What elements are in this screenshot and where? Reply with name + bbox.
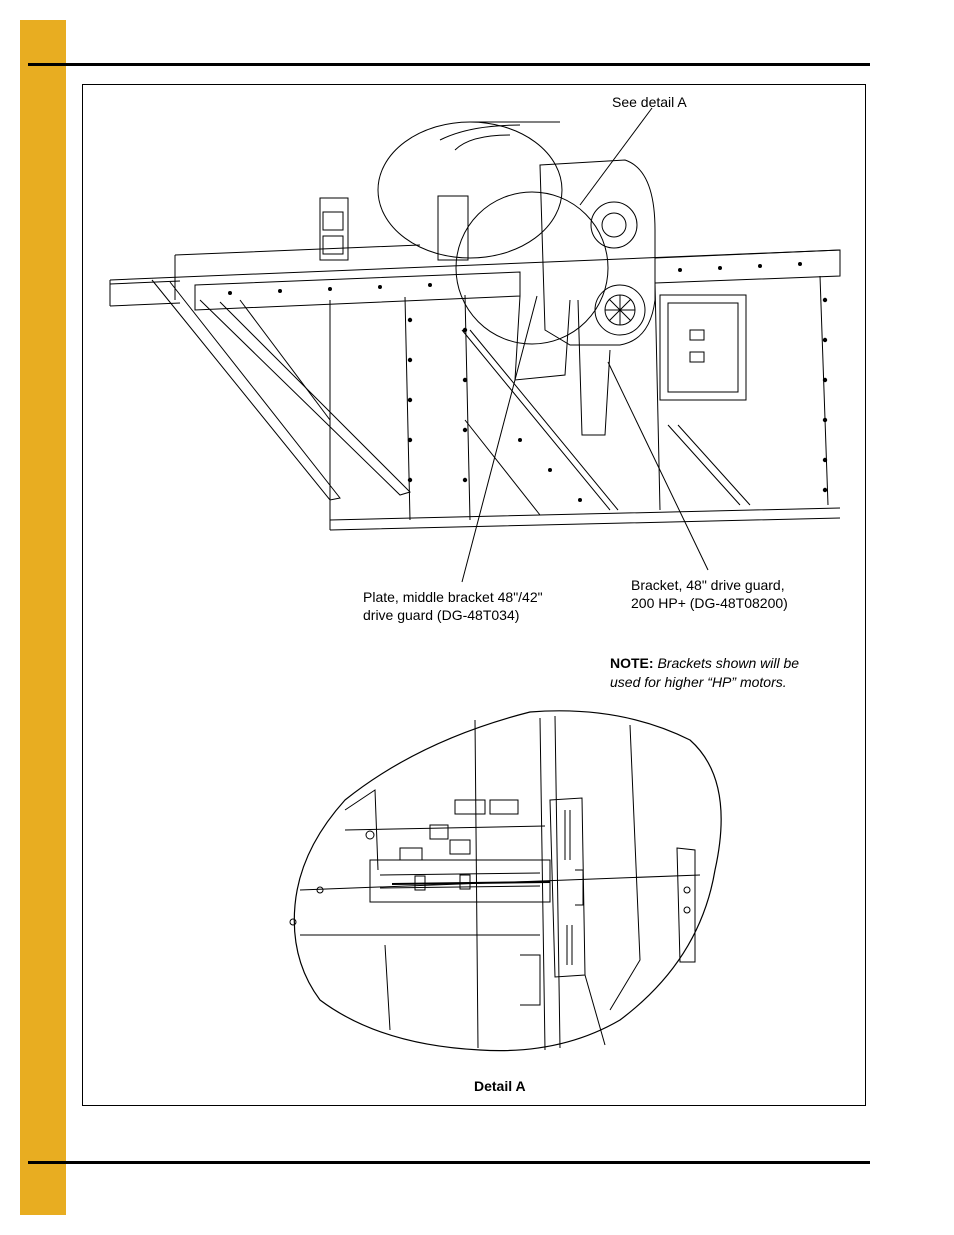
- main-assembly-drawing: [109, 107, 841, 583]
- plate-callout: Plate, middle bracket 48"/42" drive guar…: [363, 588, 543, 624]
- bracket-callout-line1: Bracket, 48" drive guard,: [631, 577, 785, 593]
- detail-a-drawing: [289, 710, 722, 1052]
- plate-callout-line1: Plate, middle bracket 48"/42": [363, 589, 543, 605]
- figure-frame: [82, 84, 866, 1106]
- header-rule: [28, 63, 870, 66]
- bracket-callout-line2: 200 HP+ (DG-48T08200): [631, 595, 788, 611]
- note-line1: Brackets shown will be: [657, 655, 800, 671]
- note-label: NOTE:: [610, 655, 654, 671]
- bracket-callout: Bracket, 48" drive guard, 200 HP+ (DG-48…: [631, 576, 788, 612]
- note-block: NOTE: Brackets shown will be used for hi…: [610, 654, 799, 692]
- footer-rule: [28, 1161, 870, 1164]
- see-detail-a-callout: See detail A: [612, 94, 687, 110]
- note-line2: used for higher “HP” motors.: [610, 674, 787, 690]
- plate-callout-line2: drive guard (DG-48T034): [363, 607, 520, 623]
- bolt-dots: [228, 262, 828, 502]
- detail-a-caption: Detail A: [474, 1078, 526, 1094]
- side-accent-bar: [20, 20, 66, 1215]
